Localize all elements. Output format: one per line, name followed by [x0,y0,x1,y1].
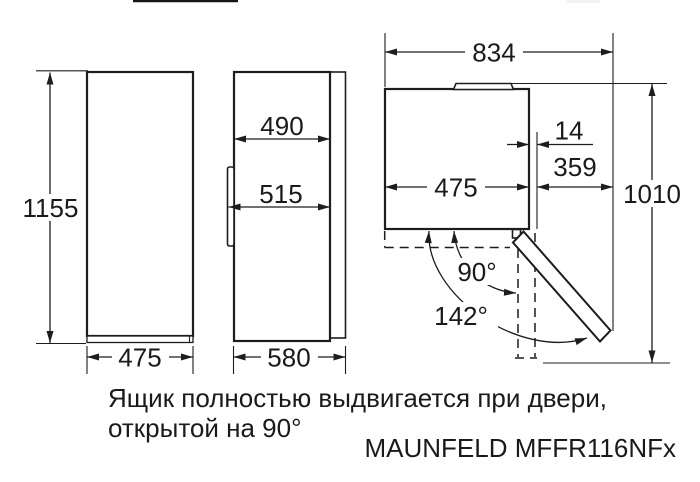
front-view: 1155 475 [21,70,195,374]
label-bg [453,258,501,285]
side-door-strip [329,71,347,339]
dim-label-door-projection: 359 [553,152,596,182]
dim-label-overall-depth: 1010 [623,179,681,209]
caption-line-2: открытой на 90° [108,413,302,443]
label-bg [427,174,485,200]
caption-line-1: Ящик полностью выдвигается при двери, [108,383,607,413]
side-view: 490 515 580 [226,70,347,374]
top-cabinet-outline [383,87,531,231]
dim-label-front-height: 1155 [23,193,79,223]
captions: Ящик полностью выдвигается при двери, от… [108,383,676,463]
label-bg [621,180,683,207]
front-plinth [86,335,194,344]
product-model-label: MAUNFELD MFFR116NFx [364,433,676,463]
dim-label-overall-width: 834 [472,38,515,68]
label-bg [112,344,169,370]
dim-label-top-body-width: 475 [434,173,477,203]
top-hinge-cover [452,82,515,91]
front-cabinet-outline [85,70,195,338]
dim-label-side-depth-upper: 490 [260,111,303,141]
dim-label-door-offset: 14 [555,116,584,146]
top-view: 90° 142° 834 1010 475 14 359 [383,33,683,364]
label-bg [21,194,81,221]
angle-label-142: 142° [434,301,488,331]
dim-label-side-depth-total: 580 [267,343,310,373]
top-right-artifact [566,0,600,3]
label-bg [465,39,523,65]
dim-label-side-depth-lower: 515 [259,179,302,209]
door-open-142 [511,230,612,343]
label-bg [424,302,498,329]
label-bg [261,344,318,370]
dim-label-front-width: 475 [118,343,161,373]
angle-label-90: 90° [457,257,496,287]
